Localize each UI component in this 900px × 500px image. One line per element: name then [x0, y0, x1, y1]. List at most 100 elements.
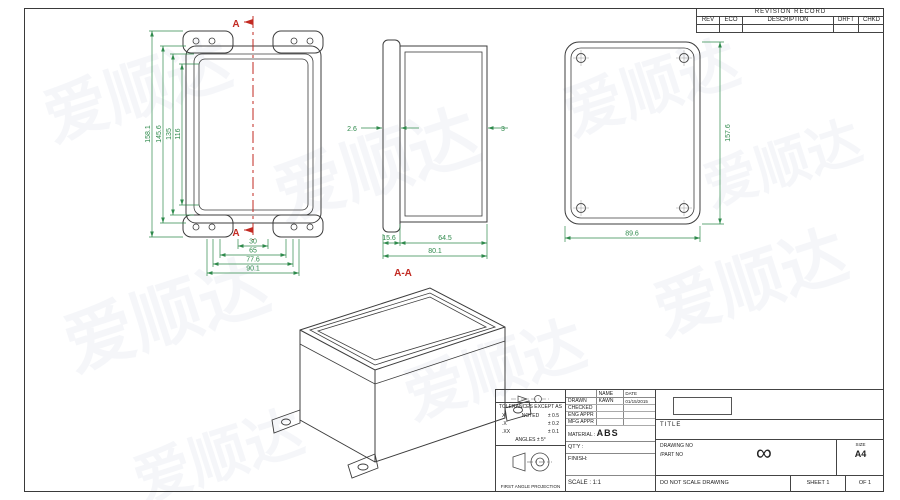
- section-view-label: A-A: [394, 268, 412, 279]
- projection-mini-symbol: [496, 390, 565, 403]
- tolerance-row: .X ± 0.2: [496, 420, 565, 428]
- row-label: DRAWN: [568, 398, 587, 404]
- row-date: [623, 419, 655, 425]
- sheet-frame: [24, 8, 884, 492]
- tol-value: ± 0.2: [547, 421, 559, 427]
- title-area-column: TITLE DRAWING NO /PART NO ∞ SIZE A4 DO N…: [656, 390, 884, 492]
- row-name: [595, 419, 624, 425]
- tolerance-column: TOLERANCES EXCEPT AS NOTED X ± 0.5 .X ± …: [496, 390, 566, 492]
- approval-header-row: NAME DATE: [566, 390, 655, 398]
- dim-width-65: 65: [249, 248, 257, 255]
- col-drft: DRFT: [834, 17, 859, 24]
- section-label-top: A: [232, 19, 239, 30]
- revision-empty-row: [697, 25, 884, 32]
- iso-mounting-tabs: [271, 400, 532, 479]
- dim-wall-2-6: 2.6: [347, 126, 357, 133]
- sheet-of: OF 1: [858, 480, 872, 486]
- tol-code: X: [502, 413, 506, 419]
- revision-record-table: REVISION RECORD REV ECO DESCRIPTION DRFT…: [696, 9, 884, 33]
- col-description: DESCRIPTION: [743, 17, 834, 24]
- front-view-dimensions: [149, 30, 300, 276]
- size-value: A4: [854, 449, 867, 459]
- back-view-dimensions: [564, 41, 724, 242]
- logo-box: [673, 397, 732, 415]
- approval-row-eng-appr: ENG APPR: [566, 412, 655, 419]
- mounting-tab: [272, 214, 324, 238]
- section-label-bottom: A: [232, 228, 239, 239]
- tab-screw-holes: [192, 37, 314, 231]
- size-label: SIZE: [855, 442, 866, 447]
- row-label: ENG APPR: [568, 412, 594, 418]
- quantity-cell: QT'Y :: [566, 442, 655, 454]
- lid-outline: [193, 53, 314, 216]
- row-name: [595, 405, 624, 411]
- part-no-label: /PART NO: [660, 452, 684, 458]
- back-outline: [564, 41, 701, 225]
- title-block-footer: DO NOT SCALE DRAWING SHEET 1 OF 1: [656, 476, 884, 492]
- drawing-no-label: DRAWING NO: [660, 443, 693, 449]
- row-date: [623, 405, 655, 411]
- dim-wall-3: 3: [501, 126, 505, 133]
- tol-code: .XX: [502, 429, 511, 435]
- section-cut-line: [244, 16, 254, 240]
- projection-cell: FIRST ANGLE PROJECTION: [496, 445, 565, 492]
- side-inner-outline: [404, 51, 483, 217]
- side-view-dimensions: [361, 126, 508, 259]
- dim-width-90: 90.1: [246, 266, 260, 273]
- back-inner-outline: [570, 47, 695, 219]
- tolerances-header: TOLERANCES EXCEPT AS NOTED: [499, 404, 562, 419]
- approval-column: NAME DATE DRAWN KAWN 01/15/2015 CHECKED …: [566, 390, 656, 492]
- back-view: [564, 41, 701, 225]
- revision-record-headers: REV ECO DESCRIPTION DRFT CHKD: [697, 17, 884, 25]
- approval-row-mfg-appr: MFG APPR: [566, 419, 655, 426]
- dim-height-lid: 135: [166, 128, 173, 140]
- row-date: 01/15/2015: [623, 398, 655, 404]
- title-block: TOLERANCES EXCEPT AS NOTED X ± 0.5 .X ± …: [495, 389, 884, 492]
- tol-value: ± 0.5: [547, 413, 559, 419]
- scale-cell: SCALE : 1:1: [568, 480, 602, 486]
- col-eco: ECO: [720, 17, 743, 24]
- size-cell: SIZE A4: [836, 440, 884, 476]
- dim-back-width: 89.6: [625, 231, 639, 238]
- approval-row-checked: CHECKED: [566, 405, 655, 412]
- title-cell: TITLE: [656, 420, 884, 440]
- isometric-view: [271, 287, 532, 479]
- dim-depth-80-1: 80.1: [428, 248, 442, 255]
- sheet-number: SHEET 1: [791, 476, 846, 492]
- drawing-no-cell: DRAWING NO /PART NO ∞ SIZE A4: [656, 440, 884, 476]
- side-flange-outline: [382, 39, 401, 233]
- dim-depth-64-5: 64.5: [438, 235, 452, 242]
- revision-record-title: REVISION RECORD: [697, 9, 884, 17]
- drawing-no-value: ∞: [756, 440, 772, 465]
- tolerance-row: .XX ± 0.1: [496, 428, 565, 436]
- material-cell: MATERIAL : ABS: [566, 426, 655, 442]
- dim-depth-15-6: 15.6: [382, 235, 396, 242]
- tolerance-row: X ± 0.5: [496, 412, 565, 420]
- mounting-tab: [182, 30, 234, 54]
- tol-code: .X: [502, 421, 507, 427]
- dim-width-30: 30: [249, 239, 257, 246]
- mini-cone-symbol: [510, 395, 551, 403]
- mounting-tab: [182, 214, 234, 238]
- col-rev: REV: [697, 17, 720, 24]
- row-label: MFG APPR: [568, 419, 594, 425]
- row-date: [623, 412, 655, 418]
- side-body-outline: [399, 45, 488, 223]
- first-angle-projection-symbol: [512, 452, 552, 472]
- dim-height-inner: 116: [175, 128, 182, 139]
- do-not-scale-note: DO NOT SCALE DRAWING: [656, 476, 791, 492]
- material-label: MATERIAL :: [568, 432, 596, 438]
- row-name: [595, 412, 624, 418]
- row-name: KAWN: [595, 398, 624, 404]
- dim-back-height: 157.6: [725, 124, 732, 142]
- side-view: [382, 39, 488, 233]
- dim-height-overall: 158.1: [145, 125, 152, 143]
- col-chkd: CHKD: [862, 17, 880, 23]
- angles-tolerance: ANGLES ± 5°: [515, 437, 546, 443]
- hole-centerlines: [573, 50, 692, 216]
- logo-cell: [656, 390, 884, 420]
- dim-height-body: 145.6: [156, 125, 163, 143]
- projection-label: FIRST ANGLE PROJECTION: [500, 484, 561, 489]
